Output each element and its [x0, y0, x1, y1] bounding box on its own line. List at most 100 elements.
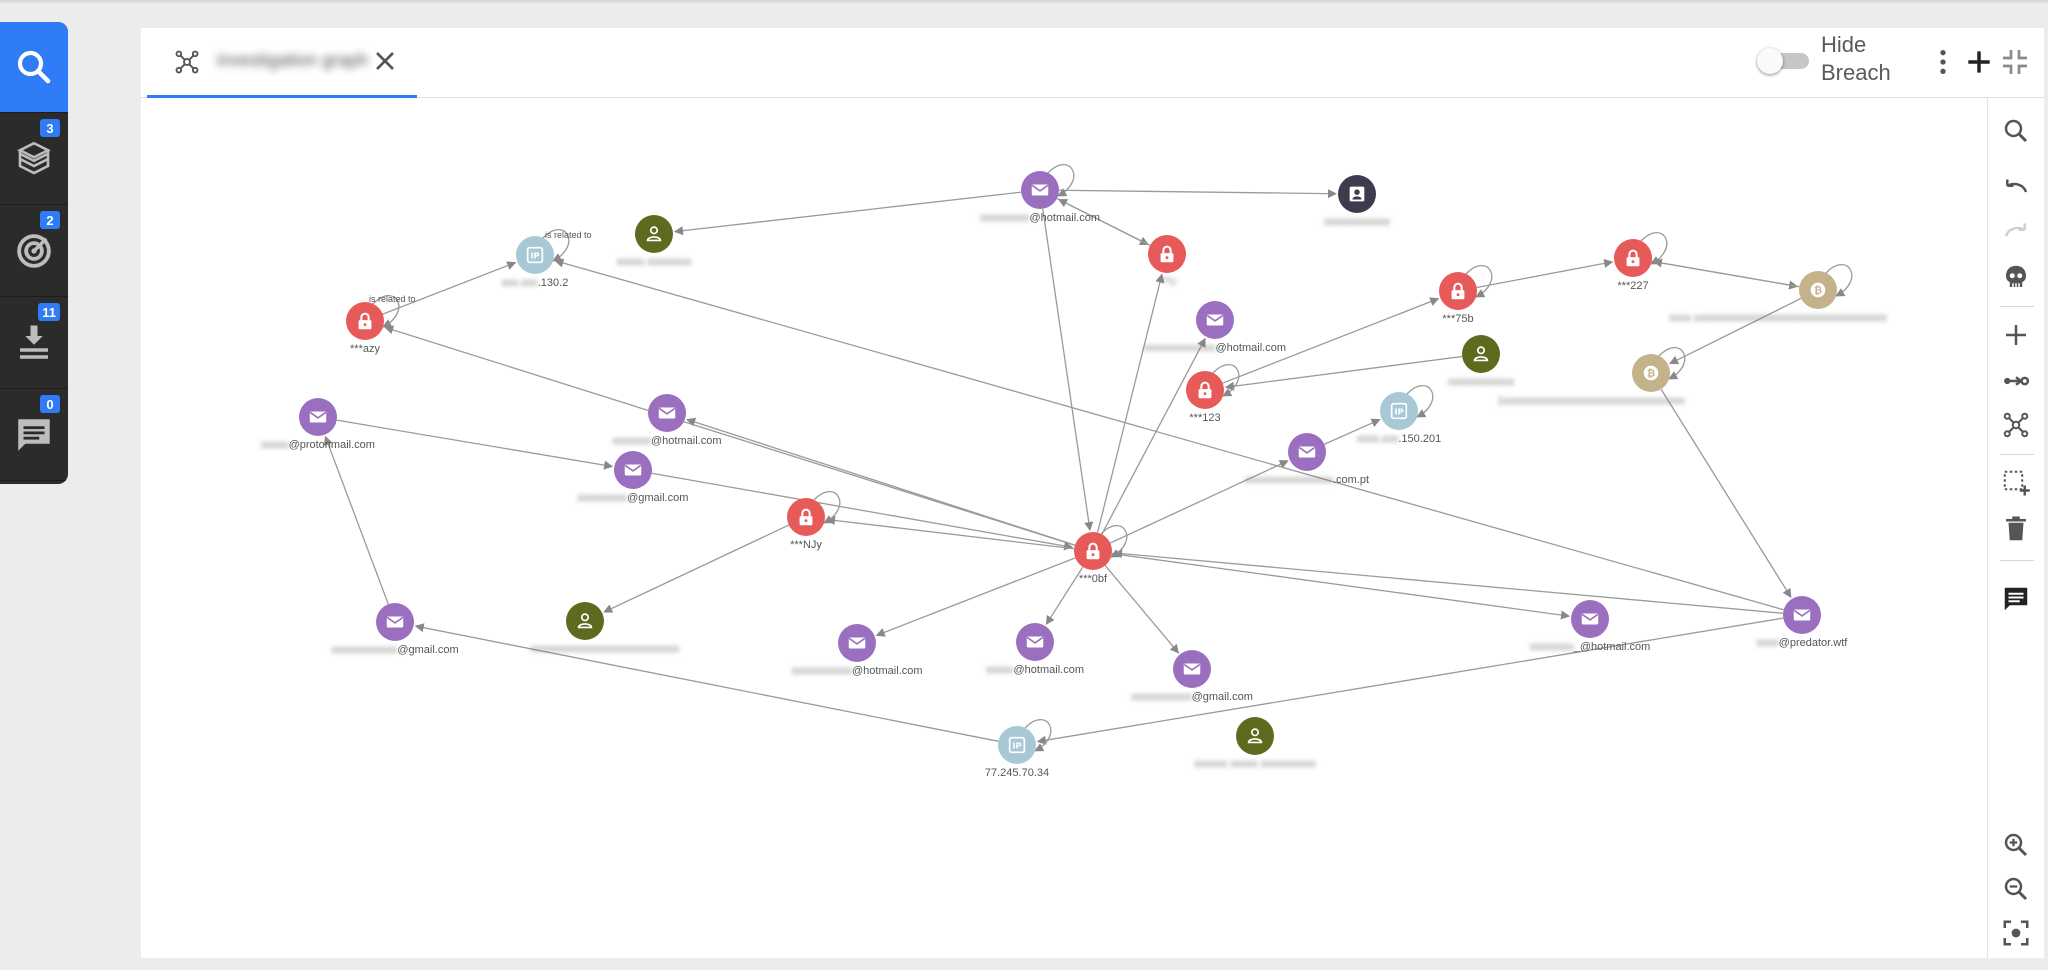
tool-search[interactable] — [1999, 114, 2033, 148]
graph-edge — [336, 419, 614, 470]
email-node[interactable] — [1016, 623, 1054, 661]
contact-icon — [1349, 186, 1365, 202]
node-label-text: ***75b — [1442, 313, 1474, 325]
password-node[interactable] — [1148, 235, 1186, 273]
tool-undo[interactable] — [1999, 170, 2033, 204]
password-icon — [1451, 282, 1465, 300]
svg-text:IP: IP — [1394, 407, 1403, 417]
edge-label: is related to — [369, 294, 416, 304]
self-loop-edge — [1024, 719, 1052, 752]
tool-comment[interactable] — [1999, 582, 2033, 616]
ip-icon: IP — [1008, 736, 1026, 754]
email-node[interactable] — [1196, 301, 1234, 339]
node-label-text: @gmail.com — [1191, 691, 1253, 703]
search-icon — [2004, 119, 2028, 143]
sidebar-item-packages[interactable]: 3 — [0, 114, 68, 205]
collapse-icon[interactable] — [1999, 46, 2031, 78]
sidebar-item-downloads[interactable]: 11 — [0, 298, 68, 389]
node-label: xxxx xxxxxxxxxxxxxxxxxxxxxxxxxxxxxxxxxxx — [1669, 312, 1887, 324]
email-node[interactable] — [1571, 600, 1609, 638]
ip-node[interactable]: IP — [998, 726, 1036, 764]
graph-edge — [554, 258, 1784, 611]
graph-edge — [1045, 566, 1084, 626]
sidebar-item-search[interactable] — [0, 22, 68, 113]
redacted-text: xxxxx — [261, 439, 289, 451]
close-icon[interactable] — [369, 45, 401, 77]
sidebar-item-comments[interactable]: 0 — [0, 390, 68, 481]
node-label: xxxxxxxxxxxxx@hotmail.com — [1144, 342, 1286, 354]
person-node[interactable] — [566, 602, 604, 640]
tool-zoom-in[interactable] — [1999, 828, 2033, 862]
graph-edge — [384, 325, 1076, 546]
person-icon — [1247, 728, 1263, 744]
node-label: xxxxxxxxxxx@hotmail.com — [792, 665, 923, 677]
email-node[interactable] — [614, 451, 652, 489]
tool-redo[interactable] — [1999, 214, 2033, 248]
node-label: xxxxxxxxx@gmail.com — [578, 492, 689, 504]
node-label: xxxxxxx@hotmail.com — [613, 435, 722, 447]
email-node[interactable] — [1173, 650, 1211, 688]
redacted-text: xxxxxxxxxxxxxxxxxxxxxxxxxxx — [530, 643, 680, 655]
password-node[interactable] — [1186, 371, 1224, 409]
redacted-text: xxxxxxxxxxxx — [1448, 376, 1514, 388]
node-label: xxxxxx xxxxx xxxxxxxxxx — [1194, 758, 1316, 770]
node-label-text: @gmail.com — [627, 492, 689, 504]
email-icon — [1183, 663, 1201, 675]
node-label: xxxxxxxxxxx@gmail.com — [1131, 691, 1253, 703]
email-icon — [624, 464, 642, 476]
email-node[interactable] — [1783, 596, 1821, 634]
tool-divider — [2000, 454, 2034, 455]
node-label: ***c — [1158, 276, 1176, 288]
tool-select-add[interactable] — [1999, 466, 2033, 500]
email-node[interactable] — [838, 624, 876, 662]
email-icon — [1581, 613, 1599, 625]
password-node[interactable] — [346, 302, 384, 340]
bitcoin-node[interactable]: ₿ — [1632, 354, 1670, 392]
hide-breach-toggle[interactable] — [1757, 46, 1809, 74]
person-node[interactable] — [635, 215, 673, 253]
password-node[interactable] — [787, 498, 825, 536]
more-vert-icon[interactable] — [1927, 46, 1959, 78]
password-node[interactable] — [1439, 272, 1477, 310]
password-node[interactable] — [1074, 532, 1112, 570]
tool-graph-layout[interactable] — [1999, 408, 2033, 442]
tool-skull[interactable] — [1999, 260, 2033, 294]
person-node[interactable] — [1236, 717, 1274, 755]
graph-edge — [1224, 355, 1463, 391]
tab-graph[interactable]: investigation graph — [147, 28, 417, 98]
email-node[interactable] — [648, 394, 686, 432]
edge-label: is related to — [545, 230, 592, 240]
graph-edge — [1096, 273, 1165, 533]
email-icon — [1031, 184, 1049, 196]
node-label-text: @hotmail.com — [1215, 342, 1286, 354]
password-node[interactable] — [1614, 239, 1652, 277]
node-label: xxxxxxxxx@hotmail.com — [980, 212, 1100, 224]
person-node[interactable] — [1462, 335, 1500, 373]
email-node[interactable] — [376, 603, 414, 641]
tool-zoom-out[interactable] — [1999, 872, 2033, 906]
node-label-text: @hotmail.com — [1029, 212, 1100, 224]
email-node[interactable] — [1021, 171, 1059, 209]
email-icon — [1793, 609, 1811, 621]
bitcoin-node[interactable]: ₿ — [1799, 271, 1837, 309]
tool-delete[interactable] — [1999, 512, 2033, 546]
graph-edge — [1113, 549, 1784, 614]
tool-fit-screen[interactable] — [1999, 916, 2033, 950]
email-icon — [658, 407, 676, 419]
add-tab-icon[interactable] — [1963, 46, 1995, 78]
redacted-text: xxxxxxxxxxxx — [331, 644, 398, 656]
sidebar-item-radar[interactable]: 2 — [0, 206, 68, 297]
contact-node[interactable] — [1338, 175, 1376, 213]
redacted-text: xxxxx xxxxxxxx — [616, 256, 692, 268]
ip-node[interactable]: IP — [1380, 392, 1418, 430]
svg-text:₿: ₿ — [1814, 285, 1822, 297]
bitcoin-icon: ₿ — [1810, 282, 1826, 298]
email-node[interactable] — [1288, 433, 1326, 471]
redacted-text: xxxxxxx — [612, 435, 652, 447]
email-node[interactable] — [299, 398, 337, 436]
tool-link[interactable] — [1999, 364, 2033, 398]
ip-node[interactable]: IP — [516, 236, 554, 274]
tool-add[interactable] — [1999, 318, 2033, 352]
